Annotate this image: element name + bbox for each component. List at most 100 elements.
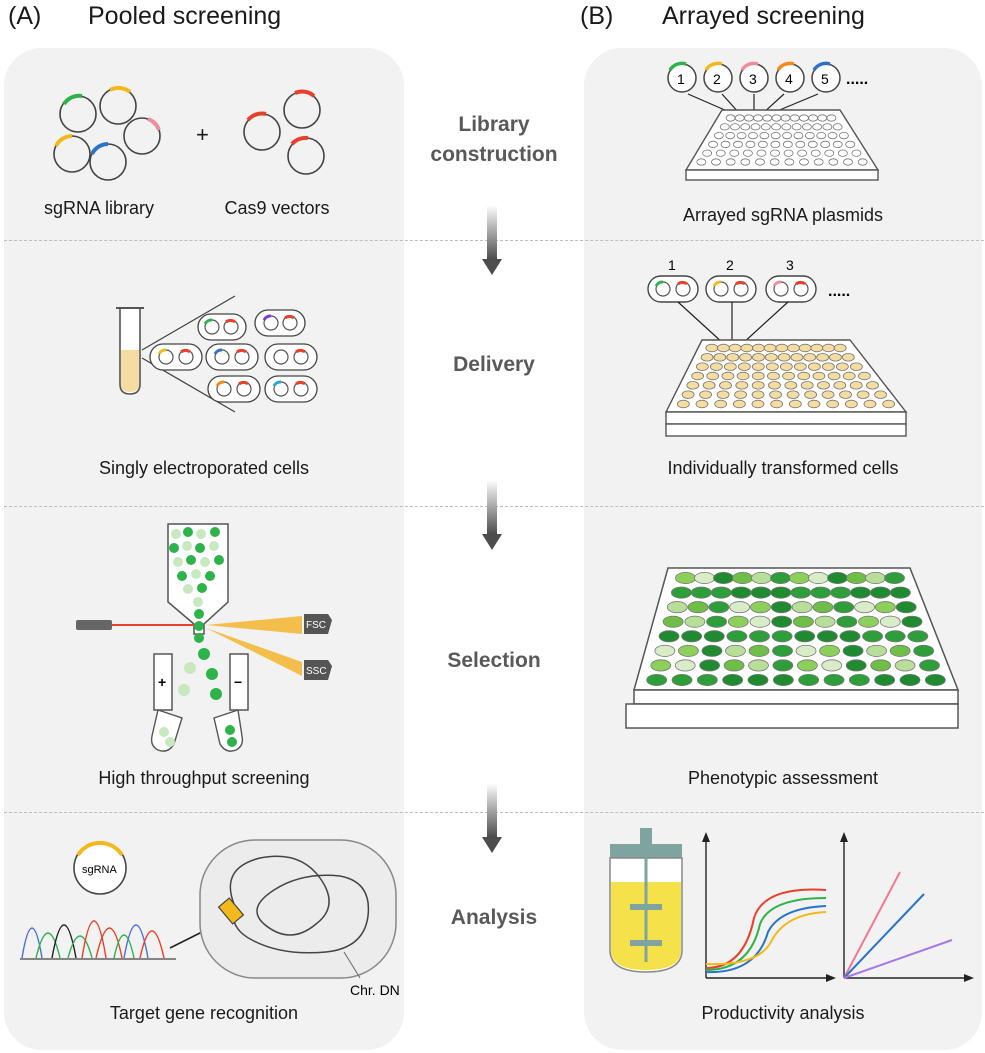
plate-well — [901, 615, 923, 628]
plate-well — [703, 630, 725, 643]
plate-well — [708, 140, 718, 149]
plate-well — [708, 601, 730, 614]
plate-well — [751, 399, 765, 409]
plate-well — [763, 343, 777, 353]
plate-well — [793, 132, 804, 140]
sgrna-library-plasmids — [53, 85, 325, 181]
plate-well — [733, 140, 743, 149]
plate-well — [728, 343, 742, 353]
stage-library-line2: construction — [430, 143, 558, 166]
plate-well — [810, 149, 821, 157]
plate-well — [775, 343, 789, 353]
plate-well — [737, 362, 751, 371]
plate-well — [857, 158, 868, 166]
plate-well — [822, 123, 833, 131]
plate-well — [850, 586, 871, 599]
plate-well — [736, 132, 747, 140]
plate-well — [863, 399, 877, 409]
plate-well — [771, 615, 793, 628]
plate-well — [849, 381, 863, 390]
plate-well — [759, 132, 770, 140]
plate-well — [666, 601, 688, 614]
plate-well — [895, 601, 917, 614]
plate-well — [753, 114, 763, 122]
productivity-caption: Productivity analysis — [701, 1003, 865, 1023]
plate-well — [713, 132, 724, 140]
plasmid-number: 3 — [749, 71, 757, 87]
plate-well — [798, 343, 812, 353]
plate-well — [752, 353, 765, 362]
electroporated-cells-illustration — [116, 295, 318, 413]
plate-well — [750, 586, 772, 599]
target-gene-caption: Target gene recognition — [109, 1003, 299, 1023]
phenotypic-caption: Phenotypic assessment — [687, 768, 879, 788]
plate-well — [681, 630, 703, 643]
plate-well — [810, 343, 824, 353]
plate-well — [884, 571, 905, 584]
plate-well — [783, 149, 794, 157]
plate-well — [794, 630, 816, 643]
plate-well — [751, 371, 765, 381]
plate-well — [907, 630, 929, 643]
plate-well — [725, 114, 736, 122]
plate-well — [832, 123, 843, 131]
cell-number: 1 — [668, 257, 676, 273]
plate-well — [721, 371, 735, 381]
stage-library-line1: Library — [458, 113, 530, 136]
plate-well — [833, 343, 847, 353]
plate-well — [846, 571, 867, 584]
plate-well — [899, 674, 921, 687]
plate-well — [856, 390, 870, 399]
plasmid-number: 2 — [713, 71, 721, 87]
plate-well — [726, 353, 740, 362]
plate-well — [812, 601, 834, 614]
plate-well — [767, 371, 780, 381]
plate-well — [830, 586, 852, 599]
plate-well — [751, 381, 765, 390]
plate-well — [804, 132, 815, 140]
transformed-cells-plate-illustration: 1 2 3 ..... — [647, 257, 908, 437]
plate-well — [725, 158, 736, 166]
ssc-label: SSC — [306, 666, 327, 677]
plasmid-number: 4 — [785, 71, 793, 87]
plate-well — [819, 644, 840, 657]
plate-well — [845, 659, 867, 672]
plate-well — [710, 586, 732, 599]
plate-well — [784, 381, 798, 390]
plate-well — [790, 353, 804, 362]
plate-well — [821, 362, 835, 371]
plate-well — [691, 371, 704, 381]
plate-well — [782, 140, 793, 149]
plate-well — [812, 371, 826, 381]
plate-well — [729, 601, 751, 614]
plate-well — [803, 353, 817, 362]
plate-well — [723, 362, 737, 371]
phenotypic-plate-illustration — [625, 567, 960, 729]
plate-well — [874, 390, 887, 399]
plate-well — [870, 659, 892, 672]
plate-well — [751, 571, 772, 584]
plate-well — [796, 659, 818, 672]
plate-well — [706, 615, 727, 628]
plate-well — [798, 674, 820, 687]
arrayed-screening-title: Arrayed screening — [662, 2, 865, 30]
plate-well — [745, 140, 756, 149]
plate-well — [771, 123, 781, 131]
plate-well — [835, 362, 849, 371]
plate-well — [817, 114, 828, 122]
plate-well — [827, 132, 838, 140]
plate-well — [770, 586, 792, 599]
plate-well — [770, 132, 781, 140]
plate-well — [769, 158, 780, 166]
plate-well — [751, 362, 765, 371]
plate-well — [808, 571, 829, 584]
plate-well — [702, 381, 716, 390]
plate-well — [750, 123, 761, 131]
plate-well — [866, 381, 879, 390]
plate-well — [858, 371, 871, 381]
plate-well — [821, 390, 835, 399]
plate-well — [827, 371, 841, 381]
plate-well — [816, 132, 827, 140]
plate-well — [742, 149, 753, 157]
plate-well — [824, 149, 835, 157]
